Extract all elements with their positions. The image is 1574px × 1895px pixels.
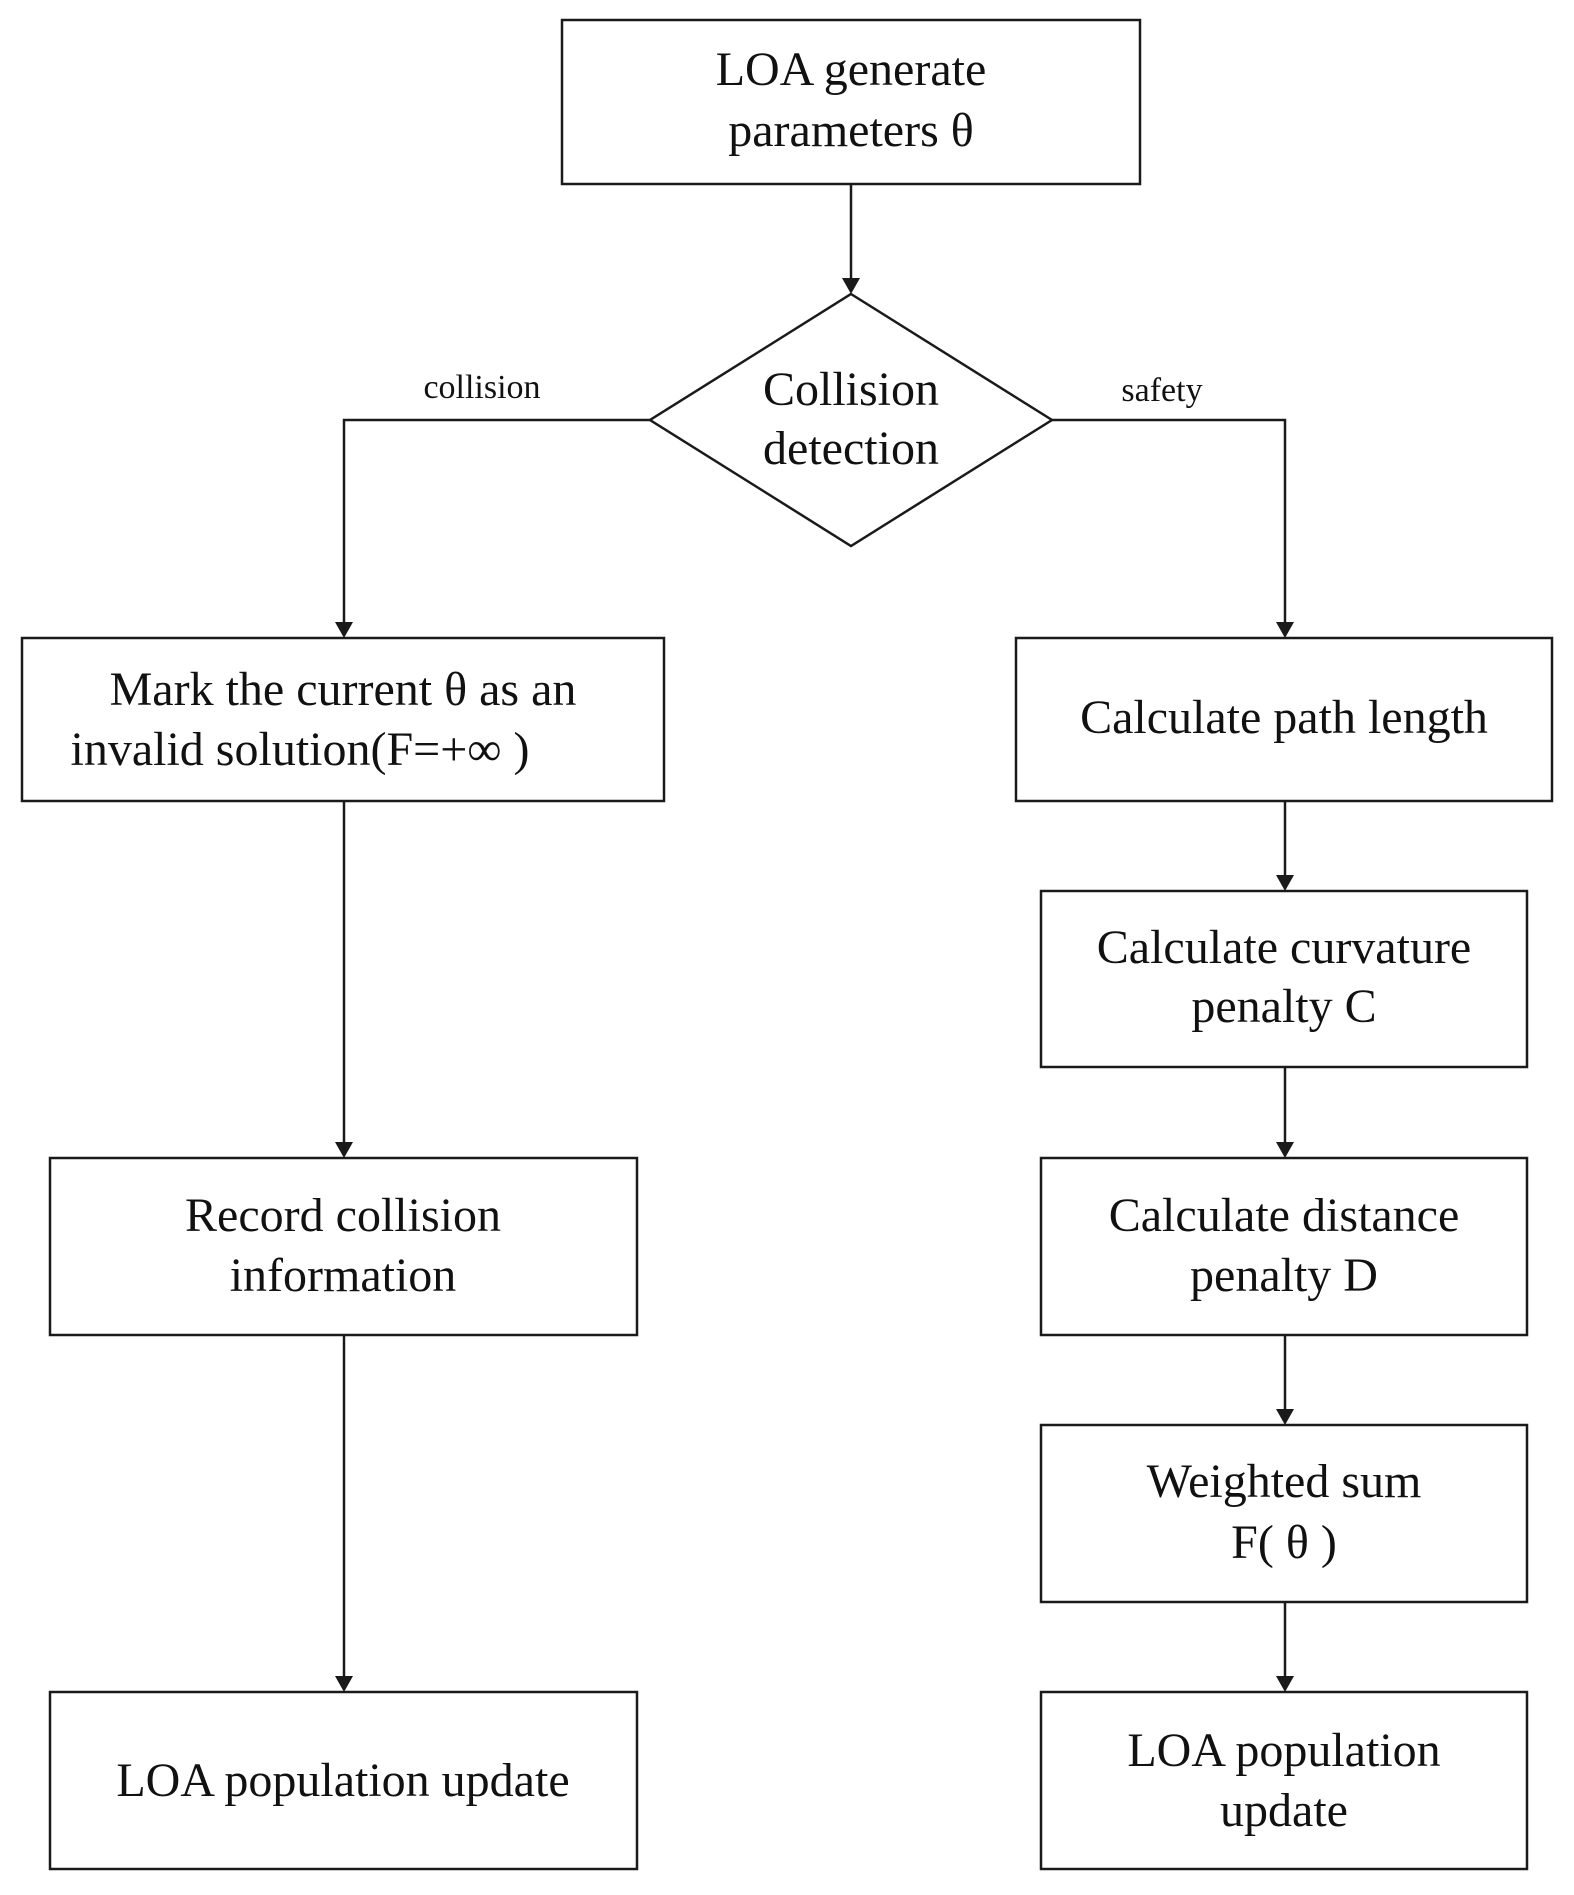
arrowhead-mark-invalid: [335, 622, 353, 638]
arrowhead-path-length: [1276, 622, 1294, 638]
node-mark-invalid-box: [20, 636, 666, 803]
node-curvature: Calculate curvature penalty C: [1039, 889, 1529, 1069]
node-left-update-box: [48, 1690, 639, 1871]
edge-label-collision: collision: [423, 369, 540, 406]
node-record-collision: Record collision information: [48, 1156, 639, 1337]
node-right-update: LOA population update: [1039, 1690, 1529, 1871]
nodes: LOA generate parameters θ Collision dete…: [20, 18, 1554, 1871]
node-decision: Collision detection: [647, 292, 1055, 548]
node-right-update-box: [1039, 1690, 1529, 1871]
node-decision-line-2: detection: [763, 422, 939, 475]
node-left-update: LOA population update: [48, 1690, 639, 1871]
arrowhead-record-collision: [335, 1142, 353, 1158]
arrowhead-weighted-sum: [1276, 1409, 1294, 1425]
node-start-line-2: parameters θ: [728, 104, 974, 157]
node-record-collision-box: [48, 1156, 639, 1337]
node-distance-line-2: penalty D: [1190, 1249, 1378, 1302]
node-left-update-line-1: LOA population update: [116, 1754, 569, 1807]
node-weighted-sum-line-2: F( θ ): [1231, 1516, 1337, 1569]
node-decision-diamond: [647, 292, 1055, 548]
node-curvature-line-1: Calculate curvature: [1097, 921, 1471, 974]
node-right-update-line-1: LOA population: [1127, 1724, 1440, 1777]
edge-label-safety: safety: [1121, 372, 1202, 409]
node-weighted-sum-line-1: Weighted sum: [1147, 1455, 1422, 1508]
node-path-length: Calculate path length: [1014, 636, 1554, 803]
node-distance: Calculate distance penalty D: [1039, 1156, 1529, 1337]
node-start: LOA generate parameters θ: [560, 18, 1142, 186]
node-path-length-box: [1014, 636, 1554, 803]
arrowhead-curvature: [1276, 875, 1294, 891]
arrowhead-right-update: [1276, 1676, 1294, 1692]
node-start-line-1: LOA generate: [716, 43, 987, 96]
node-decision-line-1: Collision: [763, 363, 939, 416]
node-start-box: [560, 18, 1142, 186]
node-record-collision-line-2: information: [230, 1249, 457, 1302]
node-mark-invalid-line-2: invalid solution(F=+∞ ): [70, 723, 529, 776]
node-right-update-line-2: update: [1220, 1784, 1348, 1837]
edges: collision safety: [335, 184, 1294, 1692]
node-weighted-sum-box: [1039, 1423, 1529, 1604]
node-curvature-box: [1039, 889, 1529, 1069]
node-record-collision-line-1: Record collision: [185, 1189, 501, 1242]
node-distance-line-1: Calculate distance: [1109, 1189, 1460, 1242]
node-mark-invalid-line-1: Mark the current θ as an: [110, 663, 577, 716]
arrowhead-left-update: [335, 1676, 353, 1692]
arrowhead-distance: [1276, 1142, 1294, 1158]
node-distance-box: [1039, 1156, 1529, 1337]
edge-decision-to-mark-invalid: [342, 418, 650, 623]
node-weighted-sum: Weighted sum F( θ ): [1039, 1423, 1529, 1604]
node-path-length-line-1: Calculate path length: [1080, 691, 1488, 744]
edge-decision-to-path-length: [1052, 418, 1287, 623]
arrowhead-decision: [842, 278, 860, 294]
node-curvature-line-2: penalty C: [1191, 980, 1376, 1033]
node-mark-invalid: Mark the current θ as an invalid solutio…: [20, 636, 666, 803]
